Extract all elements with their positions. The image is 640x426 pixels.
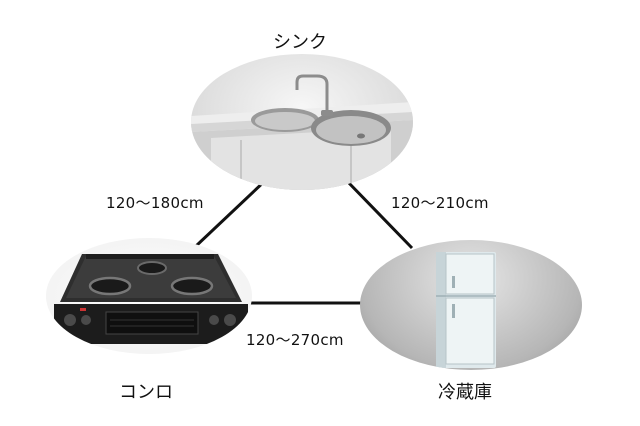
- edge-sink-stove: [194, 176, 270, 248]
- edge-sink-fridge: [344, 178, 414, 250]
- gas-stove-icon: [54, 254, 248, 344]
- node-label-stove: コンロ: [119, 382, 173, 403]
- edge-label-stove-fridge: 120〜270cm: [246, 331, 344, 349]
- refrigerator-icon: [436, 252, 496, 368]
- node-label-fridge: 冷蔵庫: [438, 382, 492, 403]
- sink-node: [191, 54, 413, 190]
- fridge-node: [360, 240, 582, 370]
- stove-node: [46, 238, 252, 354]
- edge-label-sink-fridge: 120〜210cm: [391, 194, 489, 212]
- node-label-sink: シンク: [273, 32, 327, 53]
- edge-label-sink-stove: 120〜180cm: [106, 194, 204, 212]
- sink-icon: [191, 74, 413, 190]
